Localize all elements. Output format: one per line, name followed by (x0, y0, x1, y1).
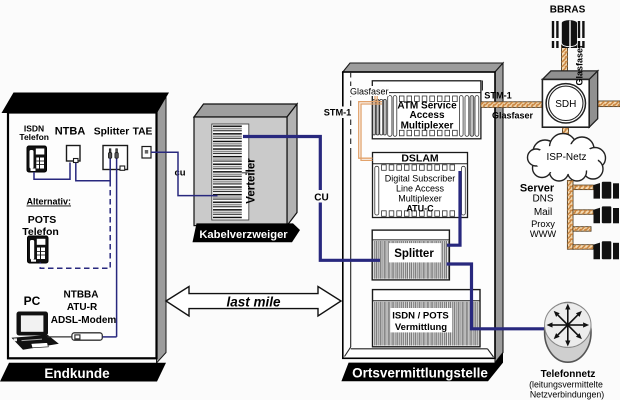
svg-text:Line Access: Line Access (396, 183, 445, 193)
svg-text:ATU-R: ATU-R (67, 302, 98, 313)
svg-text:Glasfaser: Glasfaser (492, 111, 534, 121)
svg-text:Proxy: Proxy (531, 219, 555, 229)
svg-text:CU: CU (314, 193, 328, 204)
svg-text:PC: PC (24, 294, 41, 308)
svg-text:Glasfaser: Glasfaser (575, 44, 585, 86)
svg-text:DNS: DNS (532, 193, 553, 204)
svg-text:Netzverbindungen): Netzverbindungen) (530, 389, 604, 399)
svg-text:ISDN: ISDN (24, 123, 44, 133)
svg-text:Telefon: Telefon (22, 226, 59, 238)
svg-text:Ortsvermittlungstelle: Ortsvermittlungstelle (352, 366, 488, 381)
svg-text:WWW: WWW (530, 229, 557, 239)
svg-text:Multiplexer: Multiplexer (401, 121, 454, 132)
svg-text:NTBA: NTBA (55, 126, 86, 138)
svg-text:ATM Service: ATM Service (397, 100, 457, 111)
svg-text:Alternativ:: Alternativ: (27, 197, 72, 207)
svg-text:Access: Access (409, 110, 444, 121)
svg-text:Server: Server (520, 183, 555, 195)
svg-text:Endkunde: Endkunde (44, 366, 110, 381)
svg-text:ADSL-Modem: ADSL-Modem (51, 315, 117, 326)
svg-text:ISDN / POTS: ISDN / POTS (392, 311, 448, 322)
svg-text:BBRAS: BBRAS (550, 5, 586, 16)
svg-text:Kabelverzweiger: Kabelverzweiger (199, 229, 288, 241)
svg-text:Telefon: Telefon (19, 132, 49, 142)
svg-text:Splitter: Splitter (94, 127, 129, 138)
svg-text:Vermittlung: Vermittlung (395, 322, 447, 333)
svg-text:Multiplexer: Multiplexer (398, 193, 442, 203)
svg-text:last mile: last mile (226, 295, 281, 310)
svg-text:DSLAM: DSLAM (401, 153, 439, 165)
svg-text:Digital Subscriber: Digital Subscriber (385, 173, 456, 183)
svg-text:Glasfaser: Glasfaser (350, 87, 389, 97)
svg-text:SDH: SDH (555, 99, 576, 110)
svg-text:STM-1: STM-1 (484, 91, 512, 101)
svg-text:Splitter: Splitter (394, 248, 434, 260)
svg-text:ATU-C: ATU-C (406, 203, 434, 213)
svg-text:POTS: POTS (28, 214, 57, 226)
svg-text:TAE: TAE (133, 127, 153, 138)
svg-text:(leitungsvermittelte: (leitungsvermittelte (529, 379, 603, 389)
svg-text:Telefonnetz: Telefonnetz (541, 369, 596, 380)
svg-text:Mail: Mail (534, 207, 552, 218)
svg-text:STM-1: STM-1 (324, 108, 352, 118)
svg-text:ISP-Netz: ISP-Netz (546, 152, 586, 163)
svg-text:Verteiler: Verteiler (246, 158, 258, 204)
svg-text:NTBBA: NTBBA (64, 290, 99, 301)
svg-text:cu: cu (174, 168, 185, 179)
